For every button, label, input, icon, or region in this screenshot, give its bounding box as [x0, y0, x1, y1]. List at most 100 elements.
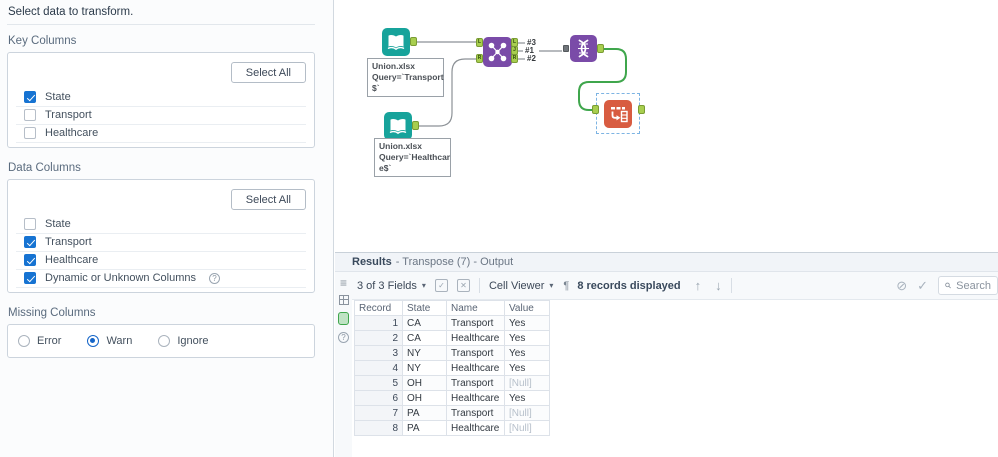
checkbox-label: Transport	[45, 109, 92, 121]
union-output-anchor[interactable]	[597, 44, 604, 53]
table-row[interactable]: 3 NY Transport Yes	[354, 345, 550, 361]
grid-view-icon[interactable]	[338, 295, 349, 305]
join-icon	[483, 37, 512, 67]
approve-icon[interactable]: ✓	[917, 277, 928, 293]
data-column-row[interactable]: State ?	[16, 216, 306, 234]
data-column-row[interactable]: Transport ?	[16, 234, 306, 252]
cell-viewer-label: Cell Viewer	[488, 279, 545, 292]
tool-transpose[interactable]	[604, 100, 632, 128]
search-input[interactable]: Search	[938, 276, 998, 295]
help-icon[interactable]: ?	[209, 272, 220, 284]
checkbox[interactable]	[24, 236, 36, 248]
select-fields-icon[interactable]: ✓	[434, 279, 448, 292]
state-cell: NY	[402, 345, 447, 361]
tool-input-data-transport[interactable]	[382, 28, 410, 56]
checkbox[interactable]	[24, 109, 36, 121]
radio-button[interactable]	[158, 335, 171, 347]
output-anchor[interactable]	[410, 37, 417, 46]
value-cell: Yes	[504, 315, 550, 331]
config-divider	[7, 24, 315, 25]
state-cell: CA	[402, 330, 447, 346]
cell-viewer-dropdown[interactable]: Cell Viewer ▾	[489, 280, 553, 292]
data-columns-label: Data Columns	[8, 162, 81, 174]
checkbox[interactable]	[24, 254, 36, 266]
transpose-output-anchor[interactable]	[638, 105, 645, 114]
data-view-icon[interactable]	[338, 312, 349, 325]
config-instruction: Select data to transform.	[8, 6, 134, 18]
radio-button[interactable]	[87, 335, 100, 347]
checkbox-label: State	[45, 91, 71, 103]
key-column-row[interactable]: Healthcare	[16, 125, 306, 143]
table-row[interactable]: 1 CA Transport Yes	[354, 315, 550, 331]
table-row[interactable]: 6 OH Healthcare Yes	[354, 390, 550, 406]
annotation-input-transport[interactable]: Union.xlsx Query=`Transport $`	[367, 58, 444, 97]
join-output-right-anchor[interactable]: R	[511, 54, 518, 63]
column-header[interactable]: Record	[354, 300, 403, 316]
table-row[interactable]: 7 PA Transport [Null]	[354, 405, 550, 421]
name-cell: Transport	[446, 315, 505, 331]
state-cell: OH	[402, 390, 447, 406]
key-column-row[interactable]: Transport	[16, 107, 306, 125]
tool-input-data-healthcare[interactable]	[384, 112, 412, 140]
union-input-anchor[interactable]	[563, 45, 569, 52]
missing-columns-option[interactable]: Warn	[87, 335, 132, 347]
fields-dropdown-label: 3 of 3 Fields	[357, 279, 417, 292]
tool-join[interactable]	[483, 37, 512, 67]
name-cell: Transport	[446, 345, 505, 361]
down-arrow-icon[interactable]: ↓	[715, 278, 722, 293]
annotation-input-healthcare[interactable]: Union.xlsx Query=`Healthcar e$`	[374, 138, 451, 177]
checkbox[interactable]	[24, 127, 36, 139]
checkbox[interactable]	[24, 272, 36, 284]
table-row[interactable]: 4 NY Healthcare Yes	[354, 360, 550, 376]
column-header[interactable]: Name	[446, 300, 505, 316]
table-row[interactable]: 2 CA Healthcare Yes	[354, 330, 550, 346]
key-column-row[interactable]: State	[16, 89, 306, 107]
join-input-left-anchor[interactable]: L	[476, 38, 483, 47]
table-row[interactable]: 8 PA Healthcare [Null]	[354, 420, 550, 436]
no-data-icon[interactable]: ⊘	[896, 277, 908, 293]
join-input-right-anchor[interactable]: R	[476, 54, 483, 63]
column-header[interactable]: State	[402, 300, 447, 316]
data-column-row[interactable]: Healthcare ?	[16, 252, 306, 270]
workflow-canvas[interactable]: Union.xlsx Query=`Transport $` Union.xls…	[335, 0, 998, 252]
wire-label-2: #2	[527, 54, 536, 63]
tool-union[interactable]	[570, 35, 597, 62]
record-number-cell: 7	[354, 405, 403, 421]
name-cell: Healthcare	[446, 420, 505, 436]
table-row[interactable]: 5 OH Transport [Null]	[354, 375, 550, 391]
deselect-fields-icon[interactable]: ✕	[456, 279, 470, 292]
checkbox[interactable]	[24, 91, 36, 103]
transpose-input-anchor[interactable]	[592, 105, 599, 114]
record-number-cell: 4	[354, 360, 403, 376]
output-anchor[interactable]	[412, 121, 419, 130]
radio-button[interactable]	[18, 335, 30, 347]
state-cell: NY	[402, 360, 447, 376]
messages-view-icon[interactable]: ≡	[339, 276, 347, 290]
value-cell: [Null]	[504, 420, 550, 436]
value-cell: Yes	[504, 345, 550, 361]
state-cell: CA	[402, 315, 447, 331]
help-icon[interactable]: ?	[338, 332, 349, 343]
right-pane: Union.xlsx Query=`Transport $` Union.xls…	[335, 0, 998, 457]
data-columns-select-all-button[interactable]: Select All	[230, 189, 306, 210]
wire-label-1: #1	[525, 46, 534, 55]
value-cell: Yes	[504, 360, 550, 376]
results-panel: Results - Transpose (7) - Output ≡ ? 3 o…	[335, 252, 998, 457]
checkbox[interactable]	[24, 218, 36, 230]
whitespace-toggle-icon[interactable]: ¶	[563, 279, 570, 292]
key-columns-select-all-button[interactable]: Select All	[230, 62, 306, 83]
chevron-down-icon: ▾	[549, 281, 554, 290]
missing-columns-option[interactable]: Ignore	[158, 335, 209, 347]
data-column-row[interactable]: Dynamic or Unknown Columns ?	[16, 270, 306, 288]
column-header[interactable]: Value	[504, 300, 550, 316]
state-cell: PA	[402, 420, 447, 436]
radio-label: Error	[37, 335, 62, 347]
missing-columns-label: Missing Columns	[8, 307, 96, 319]
fields-dropdown[interactable]: 3 of 3 Fields ▾	[357, 280, 426, 292]
state-cell: PA	[402, 405, 447, 421]
up-arrow-icon[interactable]: ↑	[694, 278, 702, 293]
missing-columns-option[interactable]: Error	[18, 335, 61, 347]
union-icon	[570, 35, 597, 62]
